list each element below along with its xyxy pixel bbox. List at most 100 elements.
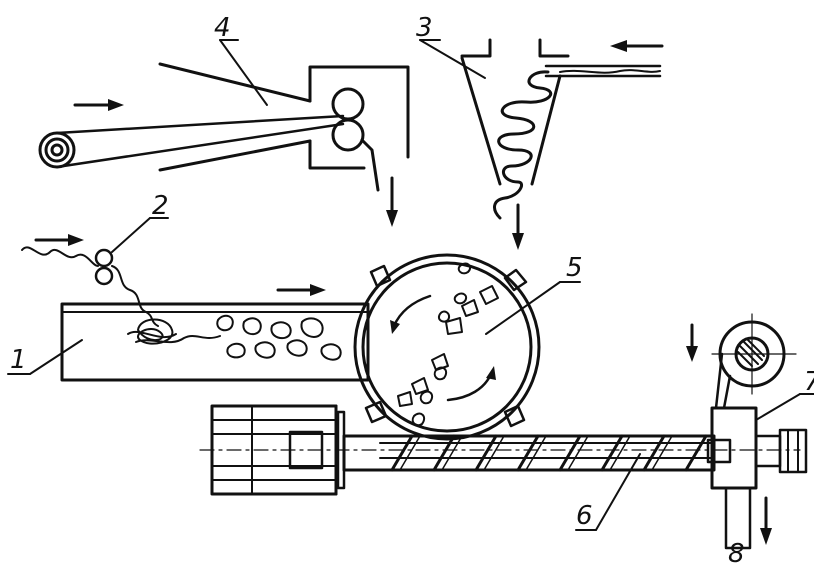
- label-5: 5: [566, 253, 583, 283]
- drum-chip: [461, 299, 479, 317]
- label-4: 4: [214, 13, 231, 43]
- screw-flights-back: [399, 435, 673, 471]
- film-strip-bottom: [55, 122, 345, 169]
- film-roll-inner: [50, 143, 64, 157]
- product-arrow-head: [760, 528, 772, 545]
- drum-chip: [411, 377, 429, 395]
- drum-chip: [397, 391, 413, 407]
- scrap-piece: [216, 314, 234, 332]
- scrap-pieces: [216, 314, 342, 361]
- label-7-leader: [755, 393, 801, 421]
- screw-flights: [390, 434, 708, 472]
- head-end-cap: [778, 428, 808, 474]
- fiber-strand-in: [21, 246, 99, 267]
- film-feed-unit-4: 4: [38, 13, 410, 192]
- tangled-fiber-clump: [127, 318, 221, 345]
- scrap-piece: [270, 321, 292, 340]
- drum-chip: [479, 285, 499, 305]
- fiber-roller-lower: [94, 266, 114, 286]
- bobbin-feed-line-left: [714, 352, 724, 410]
- drum-curl: [457, 262, 472, 275]
- drum-knives: [364, 264, 528, 428]
- label-8: 8: [728, 539, 745, 564]
- drum-knife: [364, 400, 388, 424]
- roller-housing-top: [308, 65, 410, 159]
- label-5-leader: [485, 281, 561, 335]
- drum-curl: [411, 412, 426, 427]
- extrusion-head-body: [710, 406, 758, 490]
- scrap-piece: [254, 341, 276, 359]
- hopper-left-wall: [460, 56, 502, 186]
- conveyor-arrow-head: [310, 284, 326, 296]
- fiber-feed-unit-2: 2: [21, 191, 169, 327]
- label-2: 2: [152, 191, 169, 221]
- scrap-piece: [300, 317, 324, 338]
- fiber-feed-arrow-head: [68, 234, 84, 246]
- roller-housing-bottom: [308, 139, 366, 170]
- scrap-piece: [286, 339, 308, 357]
- extrusion-head-core: [706, 438, 732, 464]
- label-6: 6: [576, 501, 593, 531]
- film-down-arrow-head: [386, 210, 398, 227]
- conveyor-unit-1: 1: [7, 284, 370, 382]
- rotation-arrow-upper-head: [390, 320, 400, 334]
- label-4-leader: [219, 39, 268, 106]
- hopper-left-lip: [460, 38, 492, 58]
- drum-knife: [503, 404, 526, 428]
- extruder-barrel: [342, 434, 716, 472]
- hopper-right-wall: [530, 74, 562, 186]
- drum-curl: [433, 366, 448, 381]
- drum-curl: [419, 390, 434, 405]
- bobbin-hub-hatch: [737, 339, 765, 367]
- drum-chips: [397, 262, 499, 427]
- drum-chip: [431, 353, 449, 371]
- grinding-drum-unit-5: 5: [353, 253, 583, 441]
- down-arrows-to-drum: [386, 176, 524, 250]
- upper-roller: [331, 87, 365, 121]
- label-6-leader: [595, 453, 641, 531]
- drum-chip: [445, 317, 463, 335]
- label-3-leader: [419, 39, 486, 79]
- reinforcement-arrow-head: [686, 346, 698, 362]
- drum-knife: [369, 264, 392, 288]
- extruder-screw-unit-6: 6: [199, 434, 801, 531]
- film-feed-arrow-head: [108, 99, 124, 111]
- chip-tray-wave: [559, 69, 661, 74]
- fiber-roller-upper: [94, 248, 114, 268]
- drum-inner-ring: [361, 261, 533, 433]
- label-3: 3: [416, 13, 433, 43]
- scrap-piece: [242, 317, 262, 336]
- upper-guide: [158, 62, 312, 103]
- label-2-leader: [111, 217, 151, 253]
- drum-knife: [503, 268, 528, 292]
- spiral-chip: [493, 70, 553, 220]
- scrap-piece: [226, 342, 246, 359]
- chip-down-arrow-head: [512, 233, 524, 250]
- rotation-arrow-upper-shaft: [392, 294, 432, 328]
- bobbin-feed-line-right: [722, 374, 732, 410]
- drum-curl: [438, 310, 450, 323]
- hopper-right-lip: [538, 38, 570, 58]
- extruded-product: [724, 486, 752, 550]
- drum-curl: [453, 292, 468, 305]
- conveyor-trough: [60, 302, 370, 382]
- film-strip-top: [55, 114, 345, 135]
- label-1: 1: [10, 345, 27, 375]
- head-coupling: [754, 434, 782, 468]
- fiber-strand-out: [111, 265, 159, 327]
- product-unit-8: 8: [724, 486, 772, 564]
- film-roll-middle: [44, 137, 70, 163]
- scrap-piece: [320, 343, 342, 361]
- rotation-arrow-lower-shaft: [446, 374, 492, 402]
- chip-feed-arrow-head: [610, 40, 627, 52]
- drum-outer-ring: [353, 253, 541, 441]
- lower-guide: [158, 139, 312, 172]
- label-7: 7: [804, 367, 814, 397]
- lower-roller: [331, 118, 365, 152]
- label-1-leader: [29, 339, 83, 375]
- chip-hopper-unit-3: 3: [416, 13, 664, 220]
- film-outlet: [360, 138, 380, 192]
- rotation-arrow-lower-head: [486, 366, 496, 380]
